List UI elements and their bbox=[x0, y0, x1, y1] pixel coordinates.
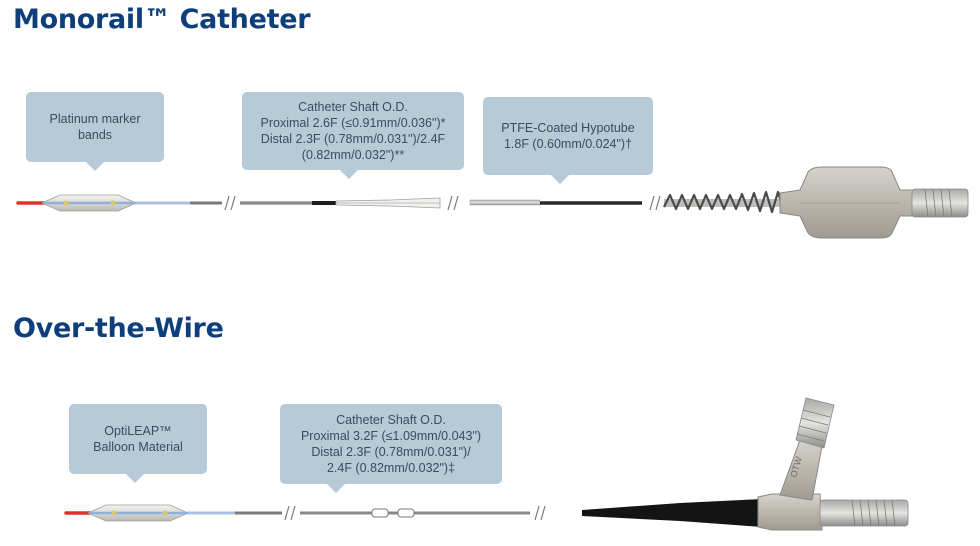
otw-y-hub: OTW bbox=[757, 397, 909, 531]
otw-break-mark-2 bbox=[534, 505, 546, 521]
callout-shaft-od-monorail: Catheter Shaft O.D. Proximal 2.6F (≤0.91… bbox=[242, 92, 464, 179]
break-mark-3 bbox=[649, 195, 661, 211]
break-mark-1 bbox=[224, 195, 236, 211]
otw-heading: Over-the-Wire bbox=[13, 313, 224, 344]
callout-shaft-od-otw: Catheter Shaft O.D. Proximal 3.2F (≤1.09… bbox=[280, 404, 502, 493]
marker-band-2 bbox=[110, 200, 116, 206]
spiral-cut-hypotube bbox=[663, 190, 792, 214]
otw-mid-shaft bbox=[300, 508, 530, 518]
monorail-heading: Monorail™ Catheter bbox=[13, 4, 311, 35]
otw-marker-band-2 bbox=[162, 510, 168, 516]
otw-marker-band-1 bbox=[111, 510, 117, 516]
marker-band-1 bbox=[63, 200, 69, 206]
callout-optileap-balloon: OptiLEAP™ Balloon Material bbox=[69, 404, 207, 483]
monorail-hub bbox=[779, 166, 969, 239]
otw-strain-relief bbox=[582, 499, 762, 527]
monorail-mid-shaft bbox=[240, 197, 441, 209]
callout-marker-bands: Platinum marker bands bbox=[26, 92, 164, 171]
break-mark-2 bbox=[447, 195, 459, 211]
otw-catheter: OTW bbox=[64, 397, 909, 531]
callout-hypotube: PTFE-Coated Hypotube 1.8F (0.60mm/0.024"… bbox=[483, 97, 653, 184]
otw-break-mark-1 bbox=[284, 505, 296, 521]
hypotube bbox=[469, 199, 642, 206]
monorail-catheter bbox=[16, 166, 969, 239]
